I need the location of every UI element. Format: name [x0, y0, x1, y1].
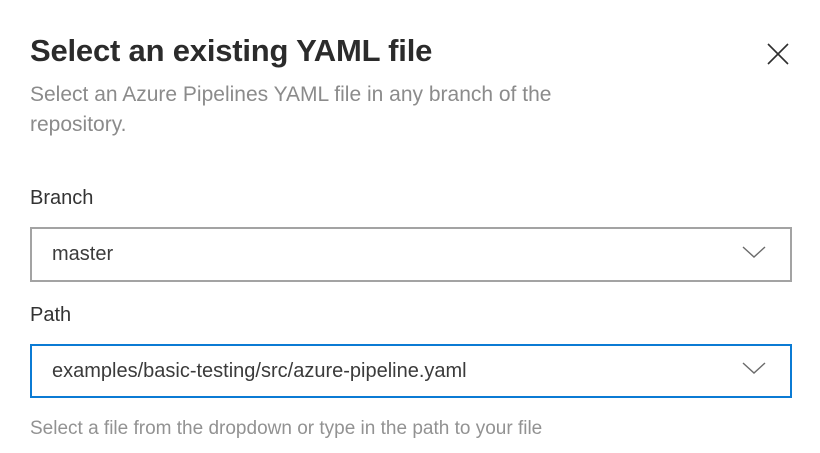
- chevron-down-icon: [742, 362, 766, 380]
- path-helper-text: Select a file from the dropdown or type …: [30, 418, 543, 440]
- path-dropdown[interactable]: examples/basic-testing/src/azure-pipelin…: [30, 344, 792, 399]
- dialog-subtitle: Select an Azure Pipelines YAML file in a…: [30, 83, 552, 137]
- branch-dropdown-value: master: [52, 243, 114, 266]
- close-icon: [764, 40, 792, 68]
- chevron-down-icon: [742, 246, 766, 264]
- dialog-title: Select an existing YAML file: [30, 33, 433, 68]
- path-dropdown-value: examples/basic-testing/src/azure-pipelin…: [52, 359, 467, 382]
- branch-label: Branch: [30, 187, 94, 210]
- branch-dropdown[interactable]: master: [30, 227, 792, 283]
- path-label: Path: [30, 304, 72, 327]
- close-button[interactable]: [762, 38, 794, 70]
